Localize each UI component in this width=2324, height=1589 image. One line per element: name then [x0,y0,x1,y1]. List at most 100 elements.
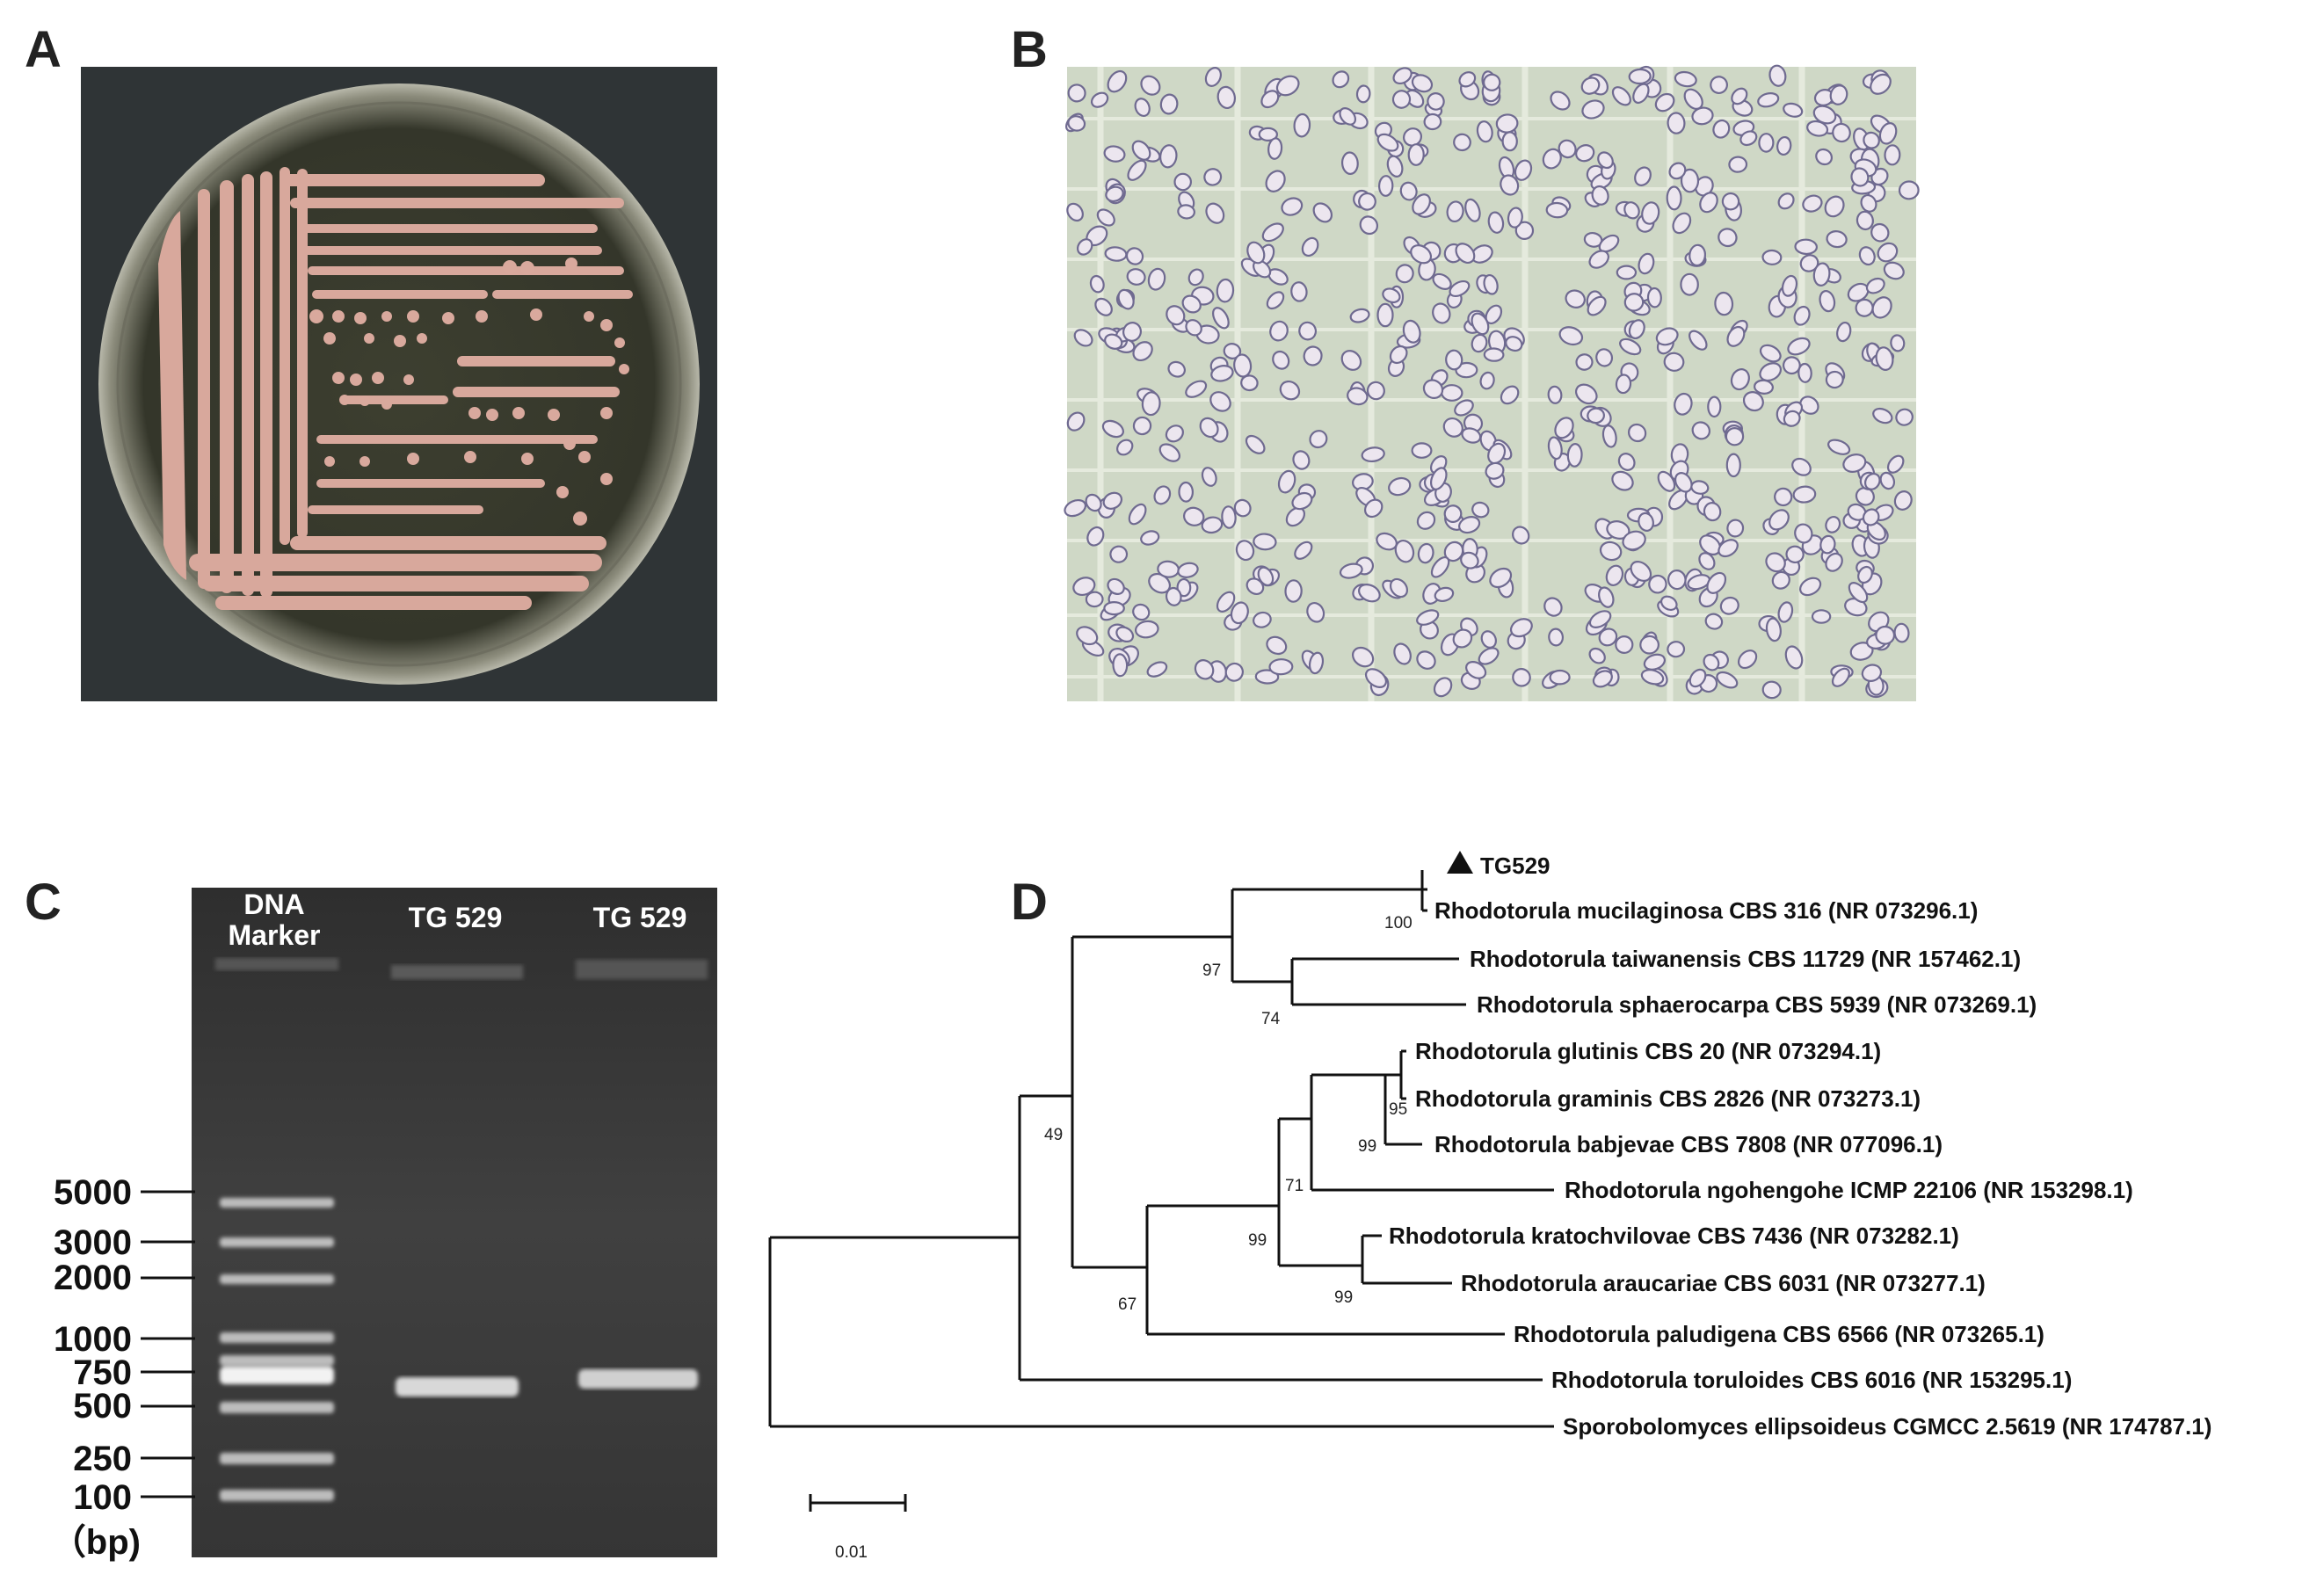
yeast-cell [1127,159,1147,181]
yeast-cell [1487,442,1507,465]
yeast-cell [1483,273,1499,295]
yeast-cell [1417,542,1434,564]
yeast-cell [1388,476,1412,497]
yeast-cell [1483,73,1501,91]
yeast-cell [1875,346,1894,371]
yeast-cell [1712,119,1731,139]
yeast-cell [1090,91,1109,108]
panel-label-c: C [25,874,62,931]
yeast-cell [1870,222,1890,243]
yeast-cell [1066,411,1086,432]
yeast-cell [1165,424,1184,443]
tree-leaf-graminis: Rhodotorula graminis CBS 2826 (NR 073273… [1415,1085,1921,1112]
yeast-cell [1233,498,1252,518]
yeast-cell [1309,430,1328,449]
gel-label-lane-2: TG 529 [409,902,503,933]
yeast-cell [1630,561,1652,582]
tree-leaf-babjevae: Rhodotorula babjevae CBS 7808 (NR 077096… [1434,1131,1943,1157]
yeast-cell [1759,362,1783,382]
yeast-cell [1478,647,1500,665]
yeast-cell [1449,279,1471,298]
yeast-cell [1875,625,1896,645]
tree-leaf-toruloides: Rhodotorula toruloides CBS 6016 (NR 1532… [1551,1367,2072,1393]
yeast-cell [1410,244,1433,265]
yeast-cell [1204,67,1222,87]
yeast-cell [1861,664,1883,682]
yeast-cell [1272,350,1290,370]
yeast-cell [1507,207,1523,229]
yeast-cell [1458,516,1481,534]
bootstrap-74: 74 [1261,1010,1281,1028]
yeast-cell [1429,467,1448,490]
gel-label-marker-line2: Marker [229,919,321,951]
yeast-cell [1212,307,1230,330]
yeast-cell [1829,84,1848,105]
petri-dish-photo [81,67,717,701]
yeast-cell [1667,641,1686,658]
yeast-cell [1223,343,1242,359]
yeast-cell [1895,408,1914,426]
tree-leaf-kratochvilovae: Rhodotorula kratochvilovae CBS 7436 (NR … [1389,1223,1959,1249]
yeast-cell [1412,193,1431,215]
yeast-cell [1680,168,1700,193]
yeast-cell [1131,140,1151,161]
yeast-cell [1639,635,1659,655]
yeast-cell [1812,105,1837,125]
yeast-cell [1857,565,1873,584]
yeast-cell [1761,249,1783,265]
yeast-cell [1793,305,1811,326]
yeast-cell [1116,439,1134,456]
yeast-cell [1765,617,1782,642]
yeast-cell [1340,151,1359,175]
yeast-cell [1566,443,1583,468]
yeast-cell [1597,151,1614,170]
yeast-cell [1731,87,1748,105]
yeast-cell [1240,374,1259,392]
yeast-cell [1246,577,1265,596]
yeast-cell [1233,353,1253,378]
yeast-cell [1416,511,1436,530]
yeast-cell [1785,545,1805,564]
yeast-cell [1487,211,1505,234]
triangle-marker-icon [1447,851,1473,874]
yeast-cell [1267,137,1283,160]
yeast-cell [1799,395,1819,415]
yeast-cell [1199,417,1219,439]
panel-label-b: B [1011,21,1048,78]
yeast-cell [1898,180,1920,200]
yeast-cell [1167,360,1186,378]
yeast-cell [1291,491,1313,511]
yeast-cell [1391,90,1412,109]
yeast-cell [1126,268,1146,286]
yeast-cell [1268,658,1294,676]
yeast-cell [1382,287,1401,304]
yeast-cell [1758,133,1775,153]
yeast-cell [1102,491,1123,510]
yeast-cell [1465,661,1487,679]
yeast-cell [1185,380,1208,398]
yeast-cell [1863,472,1881,490]
yeast-cell [1187,268,1204,287]
yeast-cell [1870,73,1892,95]
yeast-cell [1376,133,1399,152]
size-label-2000: 2000 [54,1259,132,1297]
yeast-cell [1815,148,1834,166]
yeast-cell [1781,274,1798,297]
yeast-cell [1872,407,1893,424]
yeast-cell [1575,353,1594,371]
yeast-cell [1094,297,1113,316]
tree-leaf-sphaerocarpa: Rhodotorula sphaerocarpa CBS 5939 (NR 07… [1477,991,2037,1018]
yeast-cell [1411,74,1434,93]
yeast-cell [1575,144,1595,163]
yeast-cell [1893,490,1913,511]
yeast-cell [1703,502,1722,522]
yeast-cell [1500,385,1520,405]
yeast-cell [1146,661,1168,678]
yeast-cell [1663,352,1685,372]
yeast-cell [1471,312,1490,336]
yeast-cell [1389,345,1408,365]
yeast-cell [1543,597,1563,617]
yeast-cell [1638,252,1655,275]
yeast-cell [1185,319,1202,337]
